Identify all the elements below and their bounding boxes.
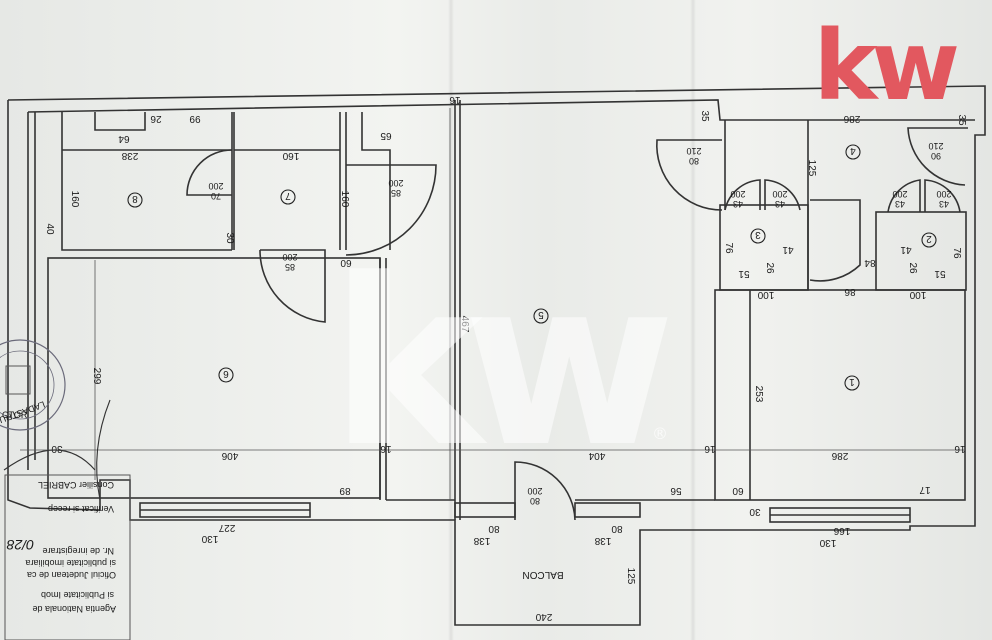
- door-label: 70200: [208, 181, 223, 201]
- dim-label: 16: [449, 94, 461, 105]
- dim-label: 160: [282, 150, 299, 161]
- dim-label: 406: [221, 450, 238, 461]
- dim-label: 76: [951, 247, 962, 259]
- dim-label: 166: [833, 525, 850, 536]
- seal-text: LADASTRU SI PUBLICITATE: [0, 399, 46, 449]
- dim-label: 467: [459, 316, 470, 333]
- registration-stamp: Agentia Nationala de si Publicitate Imob…: [4, 474, 131, 640]
- dim-label: 26: [150, 113, 162, 124]
- room-label-5: 5: [538, 309, 544, 320]
- dim-label: 60: [340, 257, 352, 268]
- stamp-line: si Publicitate Imob: [41, 590, 114, 600]
- dim-label: 16: [954, 443, 966, 454]
- dim-label: 60: [732, 485, 744, 496]
- door-label: 43200: [730, 189, 745, 209]
- room-label-2: 2: [926, 233, 932, 244]
- dim-label: 130: [201, 533, 218, 544]
- official-seal: LADASTRU SI PUBLICITATE CTOR: [0, 339, 66, 449]
- dim-label: 64: [118, 133, 130, 144]
- dim-label: 89: [339, 485, 351, 496]
- paper-fold: [690, 0, 696, 640]
- dim-label: 30: [51, 443, 63, 454]
- pen-stroke: [3, 399, 111, 501]
- dim-label: 80: [611, 523, 623, 534]
- dim-label: 26: [764, 262, 775, 274]
- room-label-7: 7: [285, 190, 291, 201]
- dim-label: 286: [843, 113, 860, 124]
- dim-label: 404: [588, 450, 605, 461]
- door-label: 80200: [527, 486, 542, 506]
- dim-label: 80: [488, 523, 500, 534]
- room-label-1: 1: [849, 376, 855, 387]
- outer-wall: [7, 85, 986, 626]
- room-label-4: 4: [850, 145, 856, 156]
- dim-label: 26: [907, 262, 918, 274]
- dim-label: 35: [956, 114, 967, 126]
- room-label-3: 3: [755, 229, 761, 240]
- seal-text: CTOR: [2, 410, 28, 420]
- dim-label: 30: [224, 232, 235, 244]
- dim-label: 160: [69, 191, 80, 208]
- dim-label: 86: [844, 286, 856, 297]
- dim-label: BALCON: [522, 569, 563, 580]
- kw-watermark: kw: [330, 231, 675, 498]
- dim-label: 240: [535, 611, 552, 622]
- dim-label: 41: [782, 244, 794, 255]
- dim-label: 35: [699, 110, 710, 122]
- stamp-line: si publicitate imobiliara: [25, 558, 116, 568]
- kw-logo: kw: [813, 10, 960, 122]
- dim-label: 16: [380, 443, 392, 454]
- dim-label: 41: [900, 244, 912, 255]
- stamp-line: Consilier CABRIEL: [38, 480, 114, 490]
- signature: 0/28: [7, 537, 34, 553]
- dim-label: 56: [670, 485, 682, 496]
- door-label: 43200: [936, 189, 951, 209]
- dim-label: 299: [91, 368, 102, 385]
- stamp-line: Oficiul Judetean de ca: [27, 570, 116, 580]
- dim-label: 84: [864, 257, 876, 268]
- stamp-line: Nr. de inregistrare: [42, 546, 114, 556]
- paper-fold: [448, 0, 454, 640]
- dim-label: 100: [909, 289, 926, 300]
- dim-label: 160: [339, 191, 350, 208]
- dim-label: 130: [819, 537, 836, 548]
- dim-label: 125: [625, 568, 636, 585]
- door-label: 43200: [772, 189, 787, 209]
- dim-label: 51: [934, 268, 946, 279]
- room-label-6: 6: [223, 368, 229, 379]
- dim-label: 138: [594, 535, 611, 546]
- registered-mark: ®: [652, 424, 668, 443]
- dim-label: 16: [704, 443, 716, 454]
- dim-label: 138: [473, 535, 490, 546]
- dim-label: 227: [218, 522, 235, 533]
- dim-label: 30: [749, 506, 761, 517]
- dim-label: 286: [831, 450, 848, 461]
- dim-label: 99: [189, 113, 201, 124]
- door-label: 85200: [388, 178, 403, 198]
- door-label: 43200: [892, 189, 907, 209]
- room-label-8: 8: [132, 193, 138, 204]
- dim-label: 40: [44, 223, 55, 235]
- door-label: 90210: [928, 141, 943, 161]
- dim-label: 76: [723, 242, 734, 254]
- stamp-line: Agentia Nationala de: [32, 604, 116, 614]
- door-label: 85200: [282, 252, 297, 272]
- dim-label: 238: [121, 150, 138, 161]
- dim-label: 253: [753, 386, 764, 403]
- door-label: 80210: [686, 146, 701, 166]
- dim-label: 65: [380, 130, 392, 141]
- dim-label: 100: [757, 289, 774, 300]
- dim-label: 125: [806, 160, 817, 177]
- stamp-line: Verificat si recep: [48, 504, 114, 514]
- dim-label: 51: [738, 268, 750, 279]
- dim-label: 17: [919, 484, 931, 495]
